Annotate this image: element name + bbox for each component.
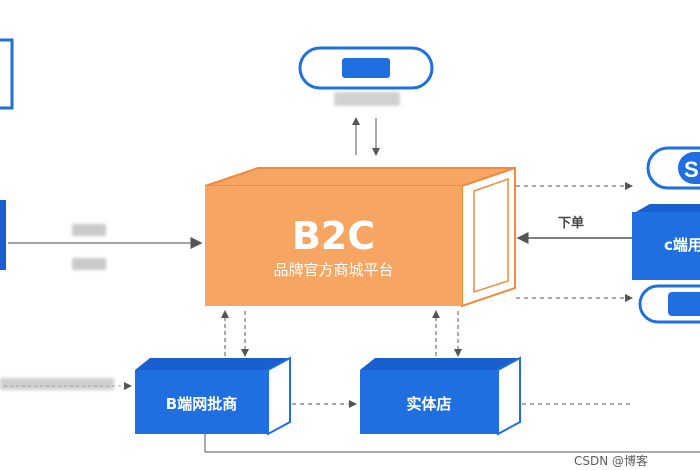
c-user-box-front-face — [632, 212, 700, 280]
left-partial-box-top — [0, 38, 14, 110]
right-pill-top-glyph: S — [684, 157, 699, 182]
b-wholesaler-box-right-face — [267, 356, 291, 436]
physical-store-box-right-face — [497, 356, 521, 436]
b-wholesaler-label: B端网批商 — [165, 395, 238, 413]
b-wholesaler-box — [135, 356, 291, 436]
left-partial-box-mid — [0, 200, 6, 270]
physical-store-box-front-face — [360, 370, 498, 434]
b-wholesaler-box-top-face — [135, 358, 290, 370]
b2c-box-inner-face — [473, 177, 509, 294]
b2c-box — [204, 166, 516, 308]
right-pill-top-inner — [678, 152, 700, 184]
b2c-title: B2C — [291, 214, 376, 258]
left-arrow-label-bottom-blurred — [72, 258, 106, 270]
top-pill-inner — [342, 58, 390, 78]
order-label: 下单 — [558, 216, 585, 231]
c-user-box-top-face — [632, 204, 700, 214]
top-pill-caption-blurred — [334, 92, 400, 106]
c-user-label: c端用 — [664, 236, 700, 254]
physical-store-box-top-face — [360, 358, 520, 370]
bottom-connector-line — [204, 434, 700, 453]
physical-store-label: 实体店 — [406, 395, 452, 413]
c-user-box — [632, 204, 700, 280]
right-pill-bottom-inner — [668, 292, 700, 316]
b-wholesaler-box-front-face — [135, 370, 268, 434]
bottom-left-label-blurred — [0, 378, 114, 390]
b2c-subtitle: 品牌官方商城平台 — [273, 261, 394, 279]
b2c-box-front-face — [205, 186, 462, 306]
left-arrow-label-top-blurred — [72, 224, 106, 236]
watermark: CSDN @博客 — [574, 454, 649, 468]
physical-store-box — [360, 356, 521, 436]
